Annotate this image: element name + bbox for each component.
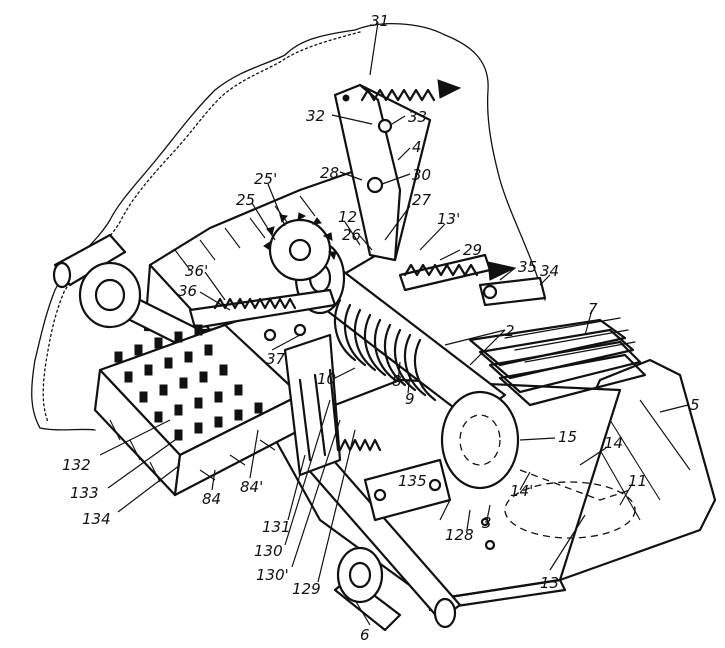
label-134: 134: [82, 510, 111, 528]
label-25: 25: [236, 191, 255, 209]
pin-block-84: [93, 323, 302, 497]
rack-31: [360, 79, 462, 102]
label-130: 130: [254, 542, 283, 560]
label-8: 8: [392, 372, 402, 390]
label-131: 131: [262, 518, 291, 536]
leader-lines: [99, 21, 689, 626]
label-33: 33: [408, 108, 427, 126]
label-36-prime: 36': [185, 262, 208, 280]
label-32: 32: [306, 107, 325, 125]
rack-36: [188, 288, 337, 342]
label-35: 35: [518, 258, 537, 276]
label-12: 12: [338, 208, 357, 226]
reference-labels: 31 32 33 4 28 30 25' 25 27 12 26 13' 29 …: [62, 12, 700, 644]
label-28: 28: [320, 164, 339, 182]
label-31: 31: [370, 12, 389, 30]
label-133: 133: [70, 484, 99, 502]
label-135: 135: [398, 472, 427, 490]
label-14-prime: 14': [510, 482, 533, 500]
label-6: 6: [360, 626, 370, 644]
label-30: 30: [412, 166, 431, 184]
label-36: 36: [178, 282, 197, 300]
background-wall: [31, 23, 546, 431]
label-2: 2: [505, 322, 515, 340]
main-roll: [294, 241, 520, 490]
label-3: 3: [482, 514, 492, 532]
label-29: 29: [463, 241, 482, 259]
label-84-prime: 84': [240, 478, 263, 496]
tongues-130: [283, 333, 342, 477]
label-14: 14: [604, 434, 623, 452]
rack-29: [398, 253, 547, 307]
label-129: 129: [292, 580, 321, 598]
comb-strips-7: [468, 317, 647, 407]
front-shaft-6: [298, 443, 462, 632]
label-10: 10: [317, 370, 336, 388]
label-26: 26: [342, 226, 361, 244]
label-130-prime: 130': [256, 566, 289, 584]
label-37: 37: [266, 350, 286, 368]
label-27: 27: [412, 191, 432, 209]
label-5: 5: [690, 396, 700, 414]
label-11: 11: [628, 472, 647, 490]
label-4: 4: [412, 138, 422, 156]
label-84: 84: [202, 490, 221, 508]
label-15: 15: [558, 428, 577, 446]
sprocket-25: [263, 212, 337, 282]
label-9: 9: [405, 390, 415, 408]
label-13-prime: 13': [437, 210, 460, 228]
label-7: 7: [588, 300, 598, 318]
label-25-prime: 25': [254, 170, 277, 188]
label-128: 128: [445, 526, 474, 544]
label-13: 13: [540, 574, 559, 592]
label-34: 34: [540, 262, 559, 280]
label-132: 132: [62, 456, 91, 474]
